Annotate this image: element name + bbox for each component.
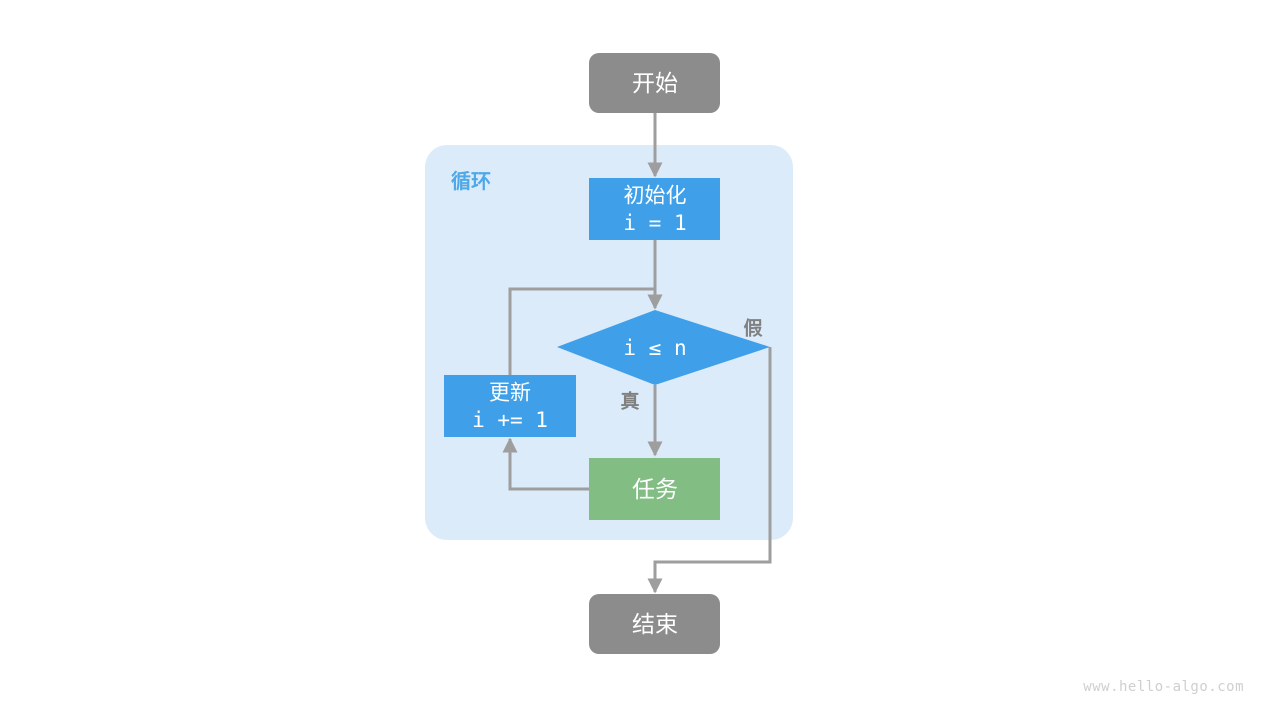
node-task[interactable]: 任务: [589, 458, 720, 520]
task-shape: [589, 458, 720, 520]
node-end[interactable]: 结束: [589, 594, 720, 654]
edge-label-false: 假: [743, 317, 762, 340]
edges: [502, 113, 772, 594]
task-label: 任务: [632, 476, 678, 502]
edge-label-true: 真: [620, 390, 639, 413]
edge-decision-false-to-end: [647, 347, 772, 594]
decision-label: i ≤ n: [623, 336, 686, 360]
init-label-line2: i = 1: [623, 211, 686, 235]
decision-shape: [557, 310, 770, 385]
edge-task-to-update: [502, 437, 589, 491]
end-shape: [589, 594, 720, 654]
loop-group-label: 循环: [451, 169, 491, 193]
start-label: 开始: [632, 70, 678, 96]
node-init[interactable]: 初始化 i = 1: [589, 178, 720, 240]
update-label-line1: 更新: [489, 382, 531, 405]
update-label-line2: i += 1: [472, 408, 548, 432]
init-label-line1: 初始化: [624, 185, 687, 208]
update-shape: [444, 375, 576, 437]
node-update[interactable]: 更新 i += 1: [444, 375, 576, 437]
start-shape: [589, 53, 720, 113]
node-decision[interactable]: i ≤ n: [557, 310, 770, 385]
edge-update-to-decision: [508, 287, 663, 375]
init-shape: [589, 178, 720, 240]
watermark: www.hello-algo.com: [1083, 679, 1244, 695]
end-label: 结束: [632, 611, 678, 637]
node-start[interactable]: 开始: [589, 53, 720, 113]
